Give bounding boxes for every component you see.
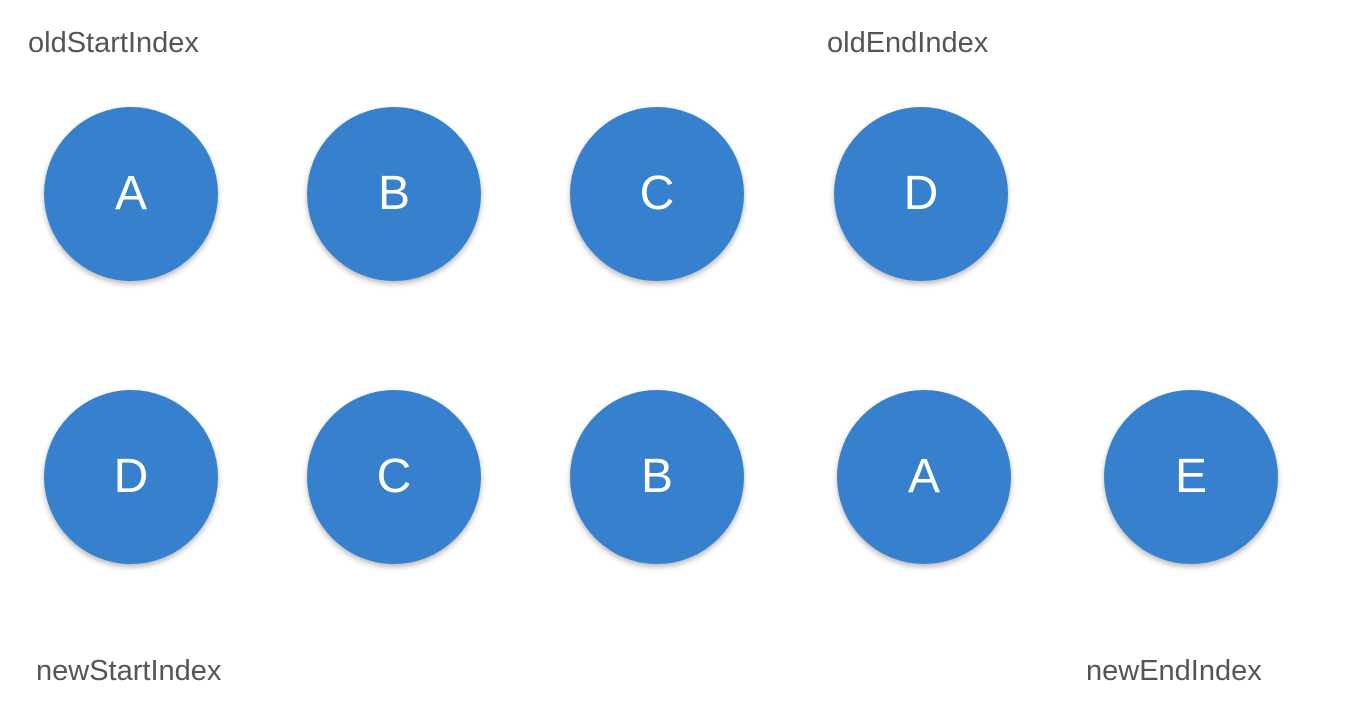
old-start-index-label: oldStartIndex xyxy=(28,27,199,59)
old-node-1: A xyxy=(44,107,218,281)
new-node-3-letter: B xyxy=(640,450,673,503)
old-node-4: D xyxy=(834,107,1008,281)
old-node-3: C xyxy=(570,107,744,281)
new-start-index-label: newStartIndex xyxy=(36,655,222,687)
old-end-index-label: oldEndIndex xyxy=(827,27,989,59)
old-node-2: B xyxy=(307,107,481,281)
new-node-1-letter: D xyxy=(113,450,149,503)
old-node-2-letter: B xyxy=(377,167,410,220)
new-node-1: D xyxy=(44,390,218,564)
old-node-1-letter: A xyxy=(114,167,147,220)
new-node-4: A xyxy=(837,390,1011,564)
new-node-4-letter: A xyxy=(907,450,940,503)
new-node-2: C xyxy=(307,390,481,564)
old-node-4-letter: D xyxy=(903,167,939,220)
new-node-3: B xyxy=(570,390,744,564)
old-node-3-letter: C xyxy=(639,167,675,220)
new-node-5-letter: E xyxy=(1174,450,1207,503)
new-node-2-letter: C xyxy=(376,450,412,503)
new-end-index-label: newEndIndex xyxy=(1086,655,1262,687)
new-node-5: E xyxy=(1104,390,1278,564)
